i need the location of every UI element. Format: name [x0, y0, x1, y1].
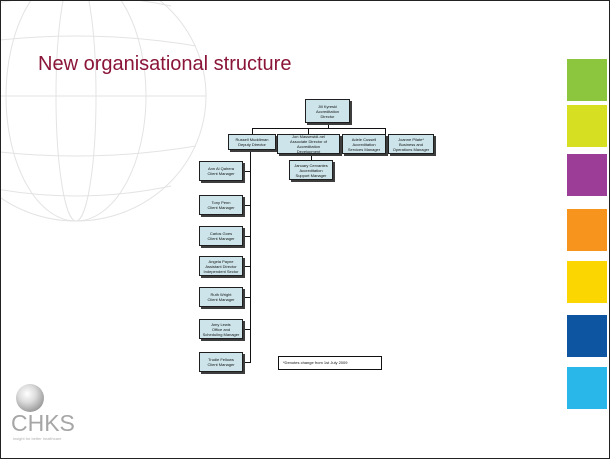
- connector: [328, 123, 329, 128]
- org-node-client-manager: Tony Penn Client Manager: [199, 195, 243, 215]
- color-band: [567, 154, 607, 196]
- logo-sphere-icon: [16, 384, 44, 412]
- org-node-client-manager: Ann Al Qahera Client Manager: [199, 161, 243, 181]
- connector: [311, 154, 312, 160]
- color-band: [567, 209, 607, 251]
- connector: [243, 236, 251, 237]
- org-node-services-manager: Adele Cussell Accreditation Services Man…: [342, 134, 386, 154]
- logo-text: CHKS: [11, 410, 75, 436]
- org-node-associate-director: Jon Massewidi-nel Associate Director of …: [277, 134, 340, 154]
- org-node-client-manager: Carlos Goes Client Manager: [199, 226, 243, 246]
- connector: [250, 150, 251, 362]
- connector: [243, 362, 251, 363]
- connector: [243, 205, 251, 206]
- org-node-operations-manager: Joanne Pilate* Business and Operations M…: [388, 134, 434, 154]
- org-node-client-manager: Trudie Fellows Client Manager: [199, 352, 243, 372]
- connector: [252, 128, 253, 134]
- org-node-scheduling-manager: Amy Lewis Office and Scheduling Manager: [199, 319, 243, 339]
- org-node-assistant-director: Angela Payne Assistant Director Independ…: [199, 256, 243, 276]
- connector: [385, 128, 386, 134]
- connector: [243, 266, 251, 267]
- org-node-support-manager: January Cervantes Accreditation Support …: [289, 160, 333, 180]
- logo-tagline: insight for better healthcare: [13, 436, 62, 441]
- connector: [243, 171, 251, 172]
- connector: [243, 297, 251, 298]
- color-band: [567, 367, 607, 409]
- color-band: [567, 59, 607, 101]
- page-title: New organisational structure: [38, 53, 292, 75]
- connector: [308, 128, 309, 134]
- footnote: *Denotes change from 1st July 2009: [278, 356, 382, 370]
- connector: [243, 329, 251, 330]
- connector: [252, 128, 386, 129]
- color-band: [567, 105, 607, 147]
- color-band: [567, 315, 607, 357]
- org-node-deputy-director: Russell Muddiman Deputy Director: [228, 134, 276, 150]
- color-band: [567, 261, 607, 303]
- org-node-director: Jill Kyreski Accreditation Director: [305, 99, 350, 123]
- org-node-client-manager: Ruth Wright Client Manager: [199, 287, 243, 307]
